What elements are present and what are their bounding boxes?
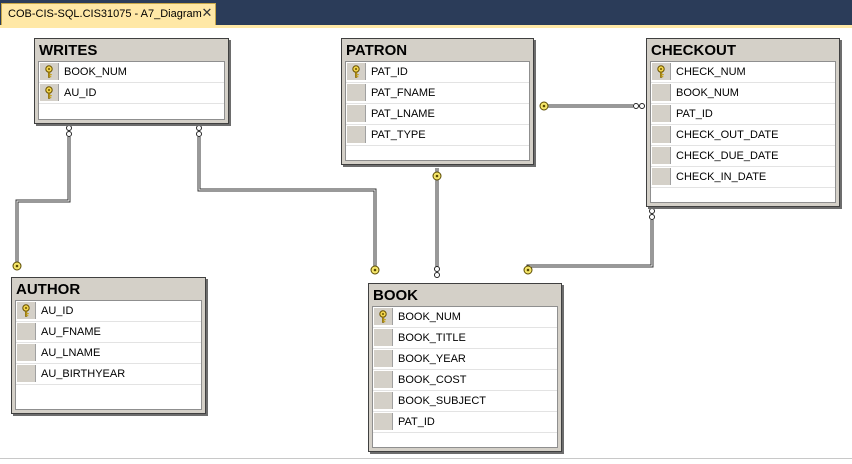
- row-selector[interactable]: [347, 105, 366, 122]
- row-selector[interactable]: [17, 344, 36, 361]
- table-title: AUTHOR: [16, 281, 81, 298]
- column-name: BOOK_NUM: [64, 66, 127, 78]
- close-icon[interactable]: ✕: [201, 5, 213, 20]
- column-name: CHECK_NUM: [676, 66, 746, 78]
- row-selector[interactable]: [652, 84, 671, 101]
- row-selector[interactable]: [347, 126, 366, 143]
- row-selector[interactable]: [17, 302, 36, 319]
- column-name: CHECK_IN_DATE: [676, 171, 767, 183]
- column-name: BOOK_NUM: [398, 311, 461, 323]
- table-book[interactable]: BOOK BOOK_NUM BOOK_TITLE BOOK_YEAR BOOK_COS…: [368, 283, 562, 452]
- row-selector[interactable]: [652, 147, 671, 164]
- column-name: BOOK_YEAR: [398, 353, 466, 365]
- row-selector[interactable]: [347, 84, 366, 101]
- column-row[interactable]: PAT_TYPE: [346, 125, 529, 146]
- document-tab-bar: COB-CIS-SQL.CIS31075 - A7_Diagram ✕: [0, 0, 852, 25]
- row-selector[interactable]: [374, 329, 393, 346]
- column-row[interactable]: BOOK_NUM: [373, 307, 557, 328]
- column-row[interactable]: CHECK_OUT_DATE: [651, 125, 835, 146]
- column-name: AU_ID: [41, 305, 74, 317]
- table-writes[interactable]: WRITES BOOK_NUM AU_ID: [34, 38, 229, 124]
- column-name: PAT_LNAME: [371, 108, 435, 120]
- column-row[interactable]: BOOK_NUM: [39, 62, 224, 83]
- column-name: CHECK_DUE_DATE: [676, 150, 779, 162]
- column-name: BOOK_TITLE: [398, 332, 466, 344]
- table-title: BOOK: [373, 287, 418, 304]
- column-name: CHECK_OUT_DATE: [676, 129, 779, 141]
- tab-title: COB-CIS-SQL.CIS31075 - A7_Diagram: [8, 8, 202, 20]
- row-selector[interactable]: [347, 63, 366, 80]
- column-row[interactable]: PAT_FNAME: [346, 83, 529, 104]
- column-name: PAT_ID: [398, 416, 435, 428]
- column-name: PAT_ID: [676, 108, 713, 120]
- column-name: PAT_FNAME: [371, 87, 436, 99]
- table-checkout[interactable]: CHECKOUT CHECK_NUM BOOK_NUM PAT_ID CHECK_OU…: [646, 38, 840, 207]
- column-name: AU_ID: [64, 87, 97, 99]
- column-row[interactable]: PAT_ID: [651, 104, 835, 125]
- column-row[interactable]: BOOK_SUBJECT: [373, 391, 557, 412]
- primary-key-icon: [45, 65, 53, 78]
- column-list: BOOK_NUM AU_ID: [38, 61, 225, 120]
- column-name: AU_BIRTHYEAR: [41, 368, 126, 380]
- column-row[interactable]: BOOK_YEAR: [373, 349, 557, 370]
- table-title: WRITES: [39, 42, 98, 59]
- column-list: CHECK_NUM BOOK_NUM PAT_ID CHECK_OUT_DATE CHE…: [650, 61, 836, 203]
- column-name: BOOK_SUBJECT: [398, 395, 487, 407]
- table-patron[interactable]: PATRON PAT_ID PAT_FNAME PAT_LNAME PAT_TYPE: [341, 38, 534, 165]
- tab-a7-diagram[interactable]: COB-CIS-SQL.CIS31075 - A7_Diagram ✕: [1, 3, 216, 25]
- row-selector[interactable]: [374, 371, 393, 388]
- canvas-bottom-border: [0, 458, 852, 459]
- primary-key-icon: [657, 65, 665, 78]
- column-list: BOOK_NUM BOOK_TITLE BOOK_YEAR BOOK_COST BOOK…: [372, 306, 558, 448]
- table-author[interactable]: AUTHOR AU_ID AU_FNAME AU_LNAME AU_BIRTHYEAR: [11, 277, 206, 414]
- primary-key-icon: [352, 65, 360, 78]
- column-name: PAT_TYPE: [371, 129, 426, 141]
- column-name: PAT_ID: [371, 66, 408, 78]
- column-row[interactable]: BOOK_COST: [373, 370, 557, 391]
- tab-underline: [0, 25, 852, 28]
- row-selector[interactable]: [374, 392, 393, 409]
- column-row[interactable]: PAT_ID: [373, 412, 557, 433]
- column-row[interactable]: AU_ID: [39, 83, 224, 104]
- column-name: AU_FNAME: [41, 326, 101, 338]
- column-row[interactable]: BOOK_NUM: [651, 83, 835, 104]
- row-selector[interactable]: [652, 168, 671, 185]
- column-name: AU_LNAME: [41, 347, 101, 359]
- row-selector[interactable]: [652, 63, 671, 80]
- column-row[interactable]: AU_BIRTHYEAR: [16, 364, 201, 385]
- row-selector[interactable]: [17, 323, 36, 340]
- table-title: PATRON: [346, 42, 408, 59]
- row-selector[interactable]: [652, 105, 671, 122]
- column-row[interactable]: AU_LNAME: [16, 343, 201, 364]
- column-row[interactable]: PAT_LNAME: [346, 104, 529, 125]
- table-title: CHECKOUT: [651, 42, 736, 59]
- column-row[interactable]: AU_FNAME: [16, 322, 201, 343]
- column-row[interactable]: CHECK_IN_DATE: [651, 167, 835, 188]
- row-selector[interactable]: [374, 413, 393, 430]
- row-selector[interactable]: [652, 126, 671, 143]
- row-selector[interactable]: [374, 350, 393, 367]
- column-row[interactable]: PAT_ID: [346, 62, 529, 83]
- column-row[interactable]: CHECK_DUE_DATE: [651, 146, 835, 167]
- column-row[interactable]: CHECK_NUM: [651, 62, 835, 83]
- column-name: BOOK_COST: [398, 374, 467, 386]
- column-row[interactable]: BOOK_TITLE: [373, 328, 557, 349]
- row-selector[interactable]: [17, 365, 36, 382]
- primary-key-icon: [22, 304, 30, 317]
- column-name: BOOK_NUM: [676, 87, 739, 99]
- column-row[interactable]: AU_ID: [16, 301, 201, 322]
- column-list: PAT_ID PAT_FNAME PAT_LNAME PAT_TYPE: [345, 61, 530, 161]
- row-selector[interactable]: [374, 308, 393, 325]
- column-list: AU_ID AU_FNAME AU_LNAME AU_BIRTHYEAR: [15, 300, 202, 410]
- row-selector[interactable]: [40, 84, 59, 101]
- primary-key-icon: [379, 310, 387, 323]
- row-selector[interactable]: [40, 63, 59, 80]
- primary-key-icon: [45, 86, 53, 99]
